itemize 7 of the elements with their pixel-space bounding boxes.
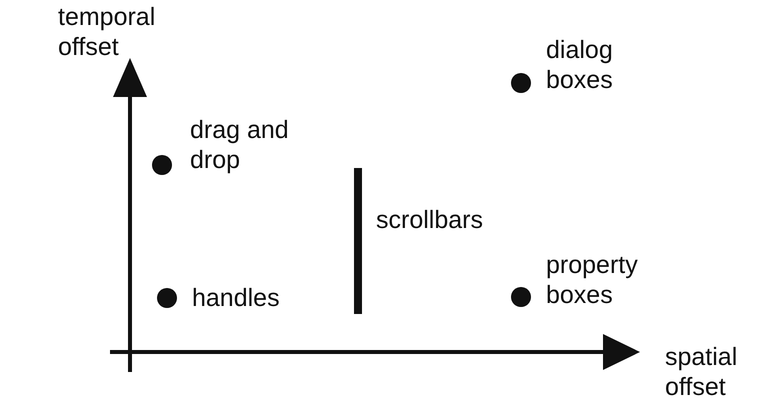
point-label: handles	[192, 283, 281, 313]
point-label: drag and drop	[190, 115, 290, 175]
point-label: dialog boxes	[546, 35, 614, 95]
bar-label: scrollbars	[376, 205, 484, 235]
point-label: property boxes	[546, 250, 639, 310]
axis-label: temporal offset	[58, 2, 156, 62]
axis-label: spatial offset	[665, 342, 738, 402]
